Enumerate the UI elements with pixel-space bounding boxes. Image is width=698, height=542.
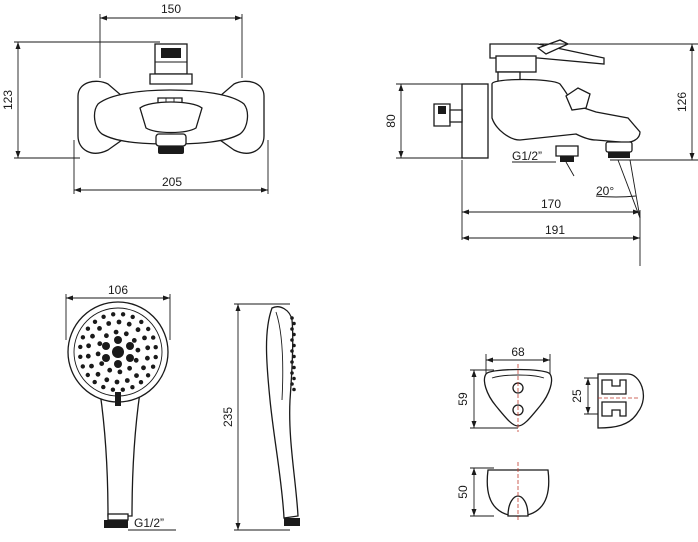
nozzle-dot [151,335,156,340]
side-nozzle-dot [292,332,296,337]
nozzle-dot [95,351,101,357]
nozzle-dot [114,379,120,385]
nozzle-dot [138,380,144,385]
dim-holder-height: 59 [456,392,470,406]
nozzle-dot [85,353,91,359]
nozzle-dot [127,365,132,371]
nozzle-dot [135,327,141,333]
dim-side-thread: G1/2” [512,149,542,163]
holder-side-view: 25 [570,373,644,429]
nozzle-pattern [78,312,158,392]
nozzle-dot [101,314,106,319]
nozzle-dot [89,363,94,369]
dim-side-length-inner: 170 [541,197,561,211]
nozzle-dot [104,377,110,383]
dim-shower-length: 235 [221,407,235,427]
nozzle-dot [133,357,139,363]
nozzle-dot [134,373,139,378]
mixer-side-view: 80 G1/2” 126 20° [384,39,698,266]
dim-side-height-right: 126 [675,92,689,112]
nozzle-dot [135,347,141,353]
nozzle-dot [153,345,158,350]
shower-head-front-view: 106 G1/2” [65,283,176,531]
nozzle-dot [120,312,126,317]
side-nozzle-dot [292,365,296,370]
nozzle-dot [99,361,105,366]
nozzle-dot [150,364,156,369]
nozzle-dot [97,326,102,331]
nozzle-dot [78,354,83,359]
dim-holder-side-height: 25 [570,389,584,403]
dim-front-width-bottom: 205 [162,175,182,189]
dim-front-height-left: 123 [1,90,15,110]
side-nozzle-pattern [290,316,296,392]
dim-side-angle: 20° [596,184,614,198]
side-nozzle-dot [290,327,294,331]
dim-front-width-top: 150 [161,2,181,16]
dim-shower-width: 106 [108,283,128,297]
nozzle-dot [145,355,150,361]
nozzle-dot [117,369,123,375]
side-nozzle-dot [290,349,294,353]
nozzle-dot [120,387,126,392]
nozzle-dot [110,387,116,392]
nozzle-dot [123,331,129,337]
side-nozzle-dot [292,387,296,392]
nozzle-dot [111,312,116,317]
nozzle-dot [80,335,86,340]
nozzle-dot [78,344,83,350]
side-nozzle-dot [292,343,296,348]
nozzle-dot [139,319,144,325]
nozzle-dot [126,321,132,327]
side-nozzle-dot [290,371,294,375]
nozzle-dot [104,333,109,339]
nozzle-dot [97,341,103,347]
nozzle-dot [85,326,91,331]
nozzle-dot [107,367,113,373]
side-nozzle-dot [292,354,296,359]
side-nozzle-dot [292,376,296,381]
nozzle-dot [92,319,98,324]
shower-head-side-view: 235 [221,303,300,531]
side-nozzle-dot [290,316,294,320]
nozzle-dot [95,371,101,377]
nozzle-dot [86,343,91,349]
nozzle-dot [116,319,122,325]
holder-front-view: 68 59 [456,345,553,432]
nozzle-dot [153,354,158,360]
side-nozzle-dot [292,321,296,326]
nozzle-dot [101,384,106,390]
nozzle-dot [141,365,146,371]
dim-holder-bottom-height: 50 [456,485,470,499]
side-nozzle-dot [290,382,294,386]
nozzle-dot [124,378,130,383]
dim-side-length-outer: 191 [545,223,565,237]
nozzle-dot [131,338,137,343]
nozzle-dot [146,326,151,332]
nozzle-dot [130,385,135,390]
dim-side-height-left: 80 [384,114,398,128]
nozzle-dot [90,333,95,339]
dim-shower-thread: G1/2” [134,516,164,530]
nozzle-dot [142,335,147,341]
dim-holder-width: 68 [511,345,525,359]
nozzle-dot [92,379,97,385]
side-nozzle-dot [290,338,294,342]
side-nozzle-dot [290,360,294,364]
mixer-front-view: 150 123 205 [1,2,269,194]
nozzle-dot [113,329,119,335]
nozzle-dot [145,373,151,378]
nozzle-dot [106,321,112,326]
nozzle-dot [85,372,91,378]
nozzle-dot [145,345,151,351]
nozzle-dot [130,314,135,320]
holder-bottom-view: 50 [456,462,550,522]
nozzle-dot [80,364,86,369]
